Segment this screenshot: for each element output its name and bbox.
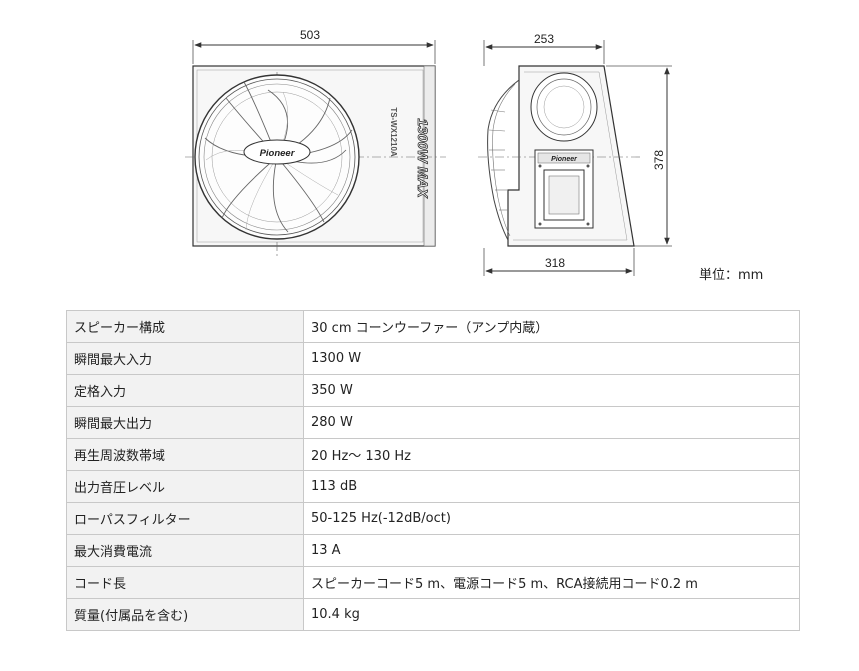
dimension-drawing: 503 P (0, 0, 859, 300)
power-rating-text: 1300W MAX (415, 118, 431, 199)
spec-value: 30 cm コーンウーファー（アンプ内蔵） (303, 310, 800, 343)
base-depth-label: 318 (545, 256, 565, 270)
spec-value: スピーカーコード5 m、電源コード5 m、RCA接続用コード0.2 m (303, 566, 800, 599)
table-row: 質量(付属品を含む) 10.4 kg (66, 598, 800, 631)
spec-label: 質量(付属品を含む) (66, 598, 304, 631)
spec-label: 定格入力 (66, 374, 304, 407)
table-row: 再生周波数帯域 20 Hz～ 130 Hz (66, 438, 800, 471)
table-row: 瞬間最大出力 280 W (66, 406, 800, 439)
height-label: 378 (652, 150, 666, 170)
model-number-text: TS-WX1210A (389, 107, 398, 157)
spec-value: 10.4 kg (303, 598, 800, 631)
spec-label: 瞬間最大出力 (66, 406, 304, 439)
spec-value: 113 dB (303, 470, 800, 503)
table-row: 定格入力 350 W (66, 374, 800, 407)
front-view: 503 P (185, 28, 446, 258)
spec-label: 再生周波数帯域 (66, 438, 304, 471)
spec-value: 50-125 Hz(-12dB/oct) (303, 502, 800, 535)
pioneer-logo-text: Pioneer (260, 148, 296, 159)
table-row: 出力音圧レベル 113 dB (66, 470, 800, 503)
table-row: ローパスフィルター 50-125 Hz(-12dB/oct) (66, 502, 800, 535)
table-row: コード長 スピーカーコード5 m、電源コード5 m、RCA接続用コード0.2 m (66, 566, 800, 599)
side-depth-label: 253 (534, 32, 554, 46)
table-row: 瞬間最大入力 1300 W (66, 342, 800, 375)
table-row: スピーカー構成 30 cm コーンウーファー（アンプ内蔵） (66, 310, 800, 343)
spec-label: コード長 (66, 566, 304, 599)
panel-logo-text: Pioneer (551, 156, 578, 163)
spec-label: ローパスフィルター (66, 502, 304, 535)
spec-label: スピーカー構成 (66, 310, 304, 343)
spec-value: 350 W (303, 374, 800, 407)
unit-label: 単位：mm (699, 268, 764, 283)
spec-value: 20 Hz～ 130 Hz (303, 438, 800, 471)
pioneer-logo-badge (243, 139, 311, 165)
spec-label: 出力音圧レベル (66, 470, 304, 503)
spec-table: スピーカー構成 30 cm コーンウーファー（アンプ内蔵） 瞬間最大入力 130… (66, 310, 800, 631)
spec-value: 13 A (303, 534, 800, 567)
table-row: 最大消費電流 13 A (66, 534, 800, 567)
dimension-drawing-svg: 503 P (185, 28, 672, 276)
spec-value: 280 W (303, 406, 800, 439)
bass-port (530, 72, 598, 142)
spec-value: 1300 W (303, 342, 800, 375)
spec-label: 最大消費電流 (66, 534, 304, 567)
spec-label: 瞬間最大入力 (66, 342, 304, 375)
front-width-label: 503 (300, 28, 320, 42)
side-view: 253 378 318 Pionee (478, 32, 672, 276)
